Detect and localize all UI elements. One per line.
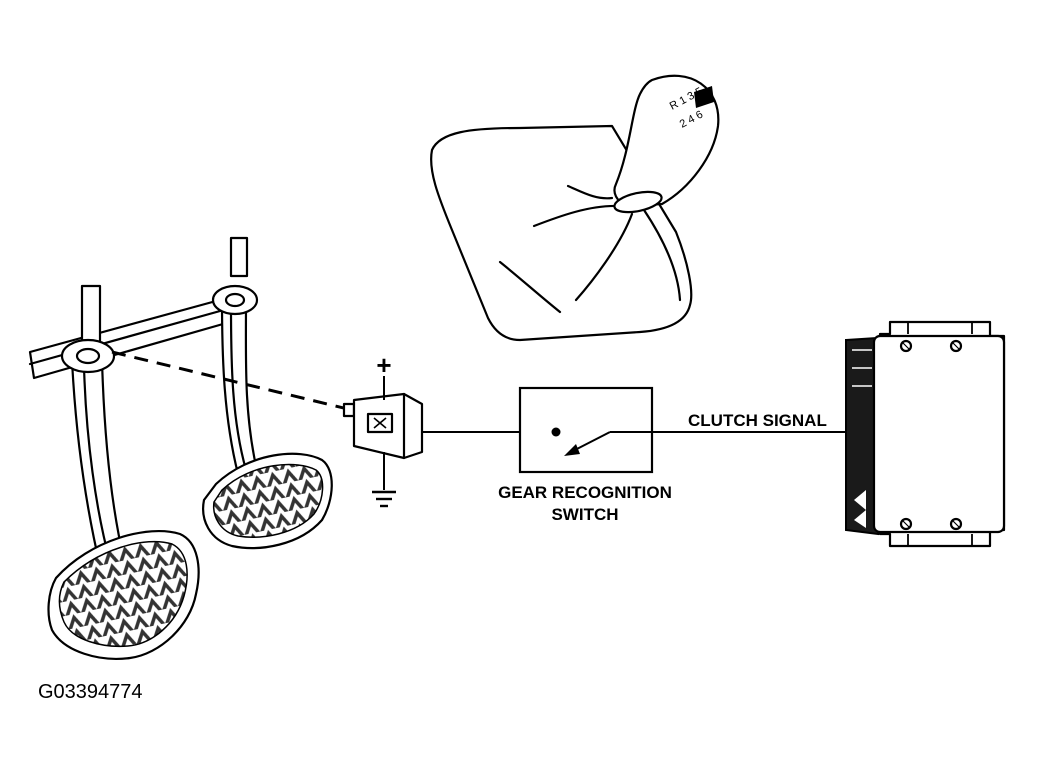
boot-fold-3 xyxy=(574,212,634,302)
clutch-pad-tread xyxy=(58,540,188,648)
brake-pad-tread xyxy=(212,463,324,538)
gear-switch-box xyxy=(518,386,654,474)
ground-icon xyxy=(372,490,396,508)
boot-fold-2 xyxy=(566,184,614,200)
brake-pedal xyxy=(202,236,333,550)
supply-plus-sign: + xyxy=(376,350,391,380)
switch-contact-dot xyxy=(551,427,561,437)
clutch-pedal-arm xyxy=(70,358,126,568)
gear-switch-label-line1: GEAR RECOGNITION xyxy=(498,483,672,502)
boot-fold-1 xyxy=(532,204,620,228)
mechanical-linkage-dashed xyxy=(111,350,353,412)
gear-recognition-switch: GEAR RECOGNITION SWITCH xyxy=(498,386,672,524)
clutch-pedal-switch: + xyxy=(111,350,555,508)
module-connector-side xyxy=(845,336,879,536)
gear-shifter: R 1 3 5 2 4 6 xyxy=(430,74,720,342)
clutch-signal-label: CLUTCH SIGNAL xyxy=(688,411,827,430)
shift-knob-collar xyxy=(613,190,663,214)
switch-plunger xyxy=(342,402,356,418)
boot-fold-5 xyxy=(498,260,562,314)
control-module xyxy=(845,320,1006,548)
figure-id: G03394774 xyxy=(38,681,143,703)
brake-pedal-stub xyxy=(229,236,249,278)
boot-fold-4 xyxy=(642,208,682,302)
clutch-pedal xyxy=(47,284,200,660)
gear-switch-label-line2: SWITCH xyxy=(551,505,618,524)
clutch-pedal-stub xyxy=(80,284,102,344)
module-housing xyxy=(872,334,1006,534)
pedal-cross-shaft xyxy=(28,293,246,380)
switch-contact-icon xyxy=(564,431,652,456)
